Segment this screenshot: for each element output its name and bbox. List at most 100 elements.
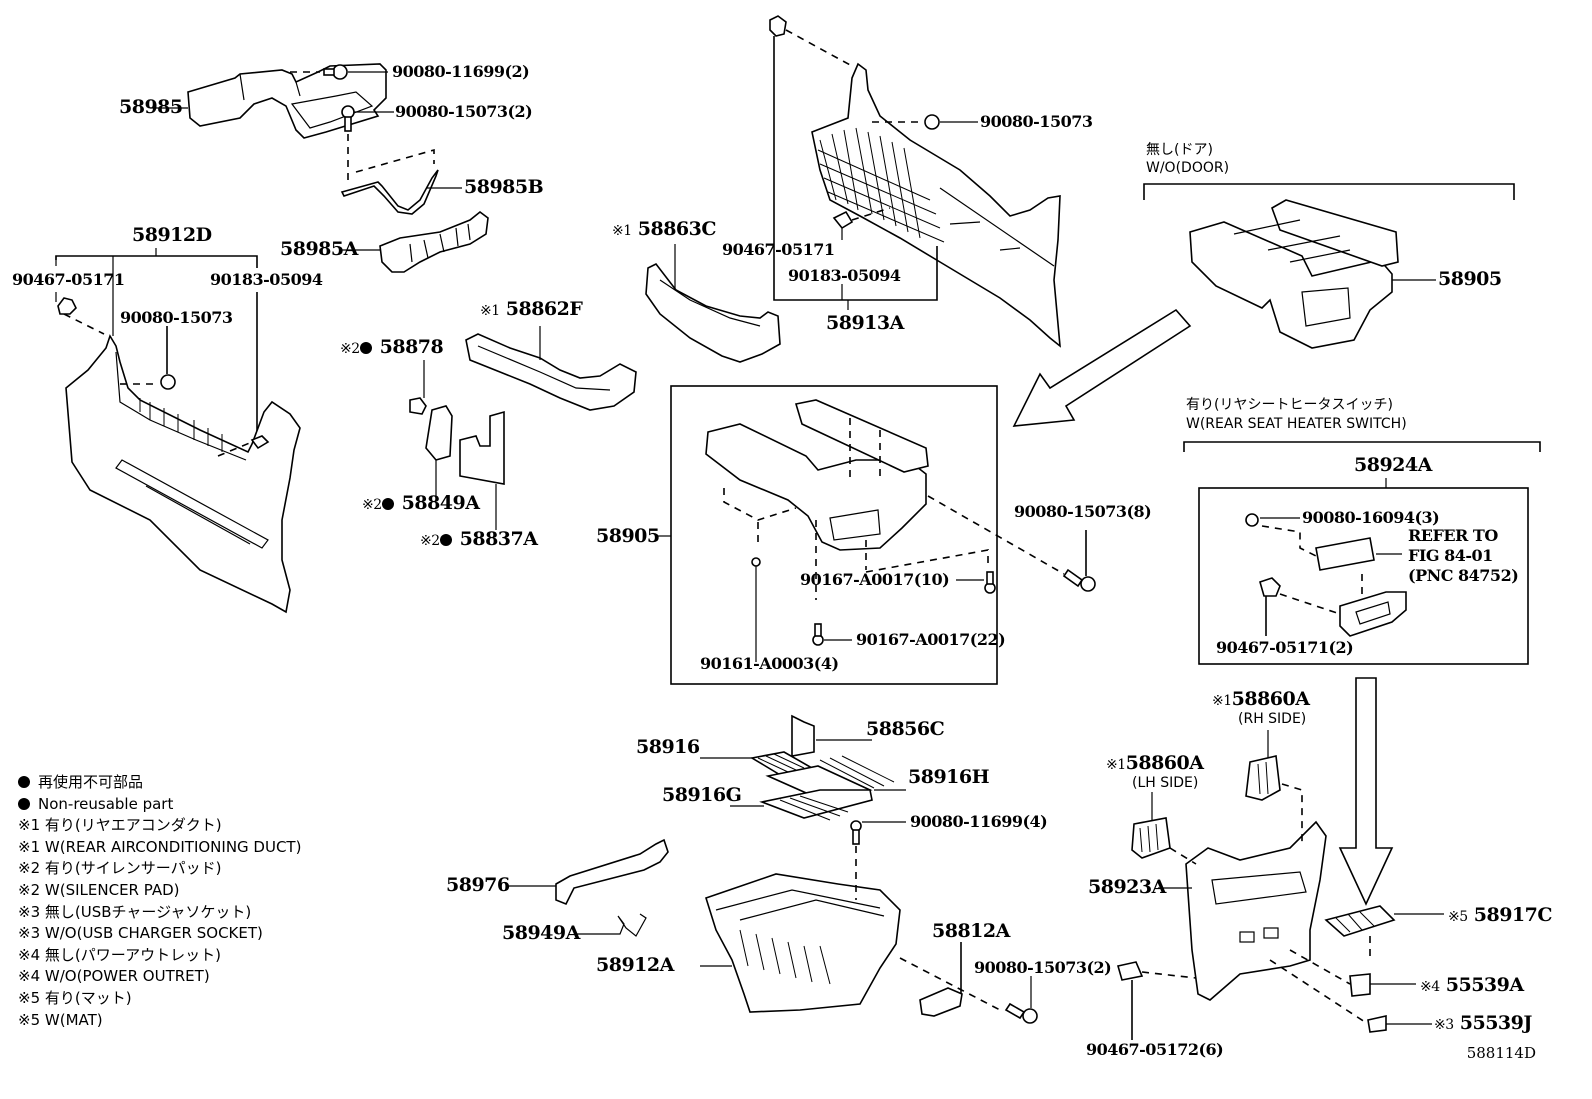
part-number: 58917C <box>1473 904 1553 926</box>
legend-row: 再使用不可部品 <box>18 772 301 794</box>
label-58917C: ※5 58917C <box>1448 904 1553 926</box>
legend-mark: ※2 <box>18 859 41 878</box>
part-number: 58863C <box>637 218 717 240</box>
note-mark-1: ※1 <box>1106 757 1126 773</box>
figure-code: 588114D <box>1466 1044 1536 1062</box>
group-bracket-wo-door <box>1143 183 1515 200</box>
part-58863C-drawing <box>645 244 781 363</box>
label-55539J: ※3 55539J <box>1434 1014 1532 1033</box>
non-reusable-dot-icon <box>18 797 30 810</box>
label-90080-15073-left: 90080-15073 <box>120 308 233 327</box>
group-wo-door-jp: 無し(ドア) <box>1146 142 1213 158</box>
note-mark-1: ※1 <box>612 223 632 239</box>
label-58949A: 58949A <box>502 922 580 944</box>
refer-line-3: (PNC 84752) <box>1408 566 1519 585</box>
label-90467-05171-left: 90467-05171 <box>12 270 125 289</box>
legend-row: ※5 有り(マット) <box>18 988 301 1010</box>
note-mark-1: ※1 <box>480 303 500 319</box>
label-58912A: 58912A <box>596 954 674 976</box>
legend-mark: ※5 <box>18 988 41 1007</box>
label-58985A: 58985A <box>280 238 358 260</box>
label-58905-box: 58905 <box>596 525 660 547</box>
legend-mark: ※4 <box>18 967 41 986</box>
legend-mark: ※5 <box>18 1010 41 1029</box>
label-90080-16094-3: 90080-16094(3) <box>1302 508 1440 527</box>
label-90183-05094-center: 90183-05094 <box>788 266 901 285</box>
label-90167-A0017-10: 90167-A0017(10) <box>800 570 950 589</box>
part-number: 55539J <box>1459 1012 1533 1034</box>
legend-text: 無し(USBチャージャソケット) <box>44 902 252 921</box>
legend-row: ※4 W/O(POWER OUTRET) <box>18 966 301 988</box>
group-rear-seat-heater-jp: 有り(リヤシートヒータスイッチ) <box>1186 397 1393 413</box>
label-58856C: 58856C <box>866 718 945 740</box>
label-58860A-lh: ※158860A <box>1106 754 1204 773</box>
part-58923A-drawing <box>1116 730 1444 1040</box>
legend-mark: ※1 <box>18 816 41 835</box>
part-58913A-drawing <box>769 15 1061 348</box>
group-bracket-rear-seat-heater <box>1183 441 1541 665</box>
label-58916: 58916 <box>636 736 700 758</box>
non-reusable-dot-icon <box>359 342 372 354</box>
note-mark-3: ※3 <box>1434 1017 1454 1033</box>
screw-90080-11699-top <box>323 64 388 80</box>
refer-line-1: REFER TO <box>1408 526 1498 545</box>
legend-text: W(MAT) <box>44 1010 103 1029</box>
group-wo-door-en: W/O(DOOR) <box>1146 160 1230 176</box>
note-mark-5: ※5 <box>1448 909 1468 925</box>
part-58985-drawing <box>150 63 387 139</box>
label-58863C: ※1 58863C <box>612 218 717 240</box>
legend-row: ※2 有り(サイレンサーパッド) <box>18 858 301 880</box>
mats-58916-drawing <box>700 714 906 821</box>
part-number: 58862F <box>505 298 583 320</box>
legend-row: Non-reusable part <box>18 794 301 816</box>
label-90467-05172-6: 90467-05172(6) <box>1086 1040 1224 1059</box>
refer-line-2: FIG 84-01 <box>1408 546 1493 565</box>
label-90080-15073-2-top: 90080-15073(2) <box>395 102 533 121</box>
legend-text: 有り(リヤエアコンダクト) <box>44 816 222 835</box>
legend-mark: ※1 <box>18 837 41 856</box>
legend-mark: ※3 <box>18 902 41 921</box>
label-58878: ※2 58878 <box>340 336 444 358</box>
callout-58912D <box>55 248 258 440</box>
legend-mark: ※2 <box>18 880 41 899</box>
part-58912A-drawing <box>700 820 1001 1013</box>
legend-text: 有り(マット) <box>44 988 132 1007</box>
part-58912D-drawing <box>57 297 301 614</box>
parts-58976-58949A-drawing <box>506 838 669 937</box>
legend-row: ※2 W(SILENCER PAD) <box>18 880 301 902</box>
label-55539A: ※4 55539A <box>1420 976 1524 995</box>
legend-text: W/O(POWER OUTRET) <box>44 967 210 986</box>
label-58985B: 58985B <box>464 176 544 198</box>
label-90167-A0017-22: 90167-A0017(22) <box>856 630 1006 649</box>
legend-row: ※1 W(REAR AIRCONDITIONING DUCT) <box>18 837 301 859</box>
legend-text: 有り(サイレンサーパッド) <box>44 859 222 878</box>
label-58812A: 58812A <box>932 920 1010 942</box>
label-58916G: 58916G <box>662 784 742 806</box>
part-number: 58878 <box>379 336 444 358</box>
label-90161-A0003-4: 90161-A0003(4) <box>700 654 839 673</box>
silencer-pads-drawing <box>409 360 505 530</box>
label-90467-05171-center: 90467-05171 <box>722 240 835 259</box>
label-58860A-rh: ※158860A <box>1212 690 1310 709</box>
label-58923A: 58923A <box>1088 876 1166 898</box>
non-reusable-dot-icon <box>439 534 452 546</box>
part-number: 58849A <box>401 492 480 514</box>
legend-text: Non-reusable part <box>38 794 174 813</box>
legend-mark: ※3 <box>18 924 41 943</box>
non-reusable-dot-icon <box>381 498 394 510</box>
label-58912D: 58912D <box>132 224 212 246</box>
legend-text: W(SILENCER PAD) <box>44 880 180 899</box>
note-mark-2: ※2 <box>340 341 360 357</box>
label-90080-15073-right: 90080-15073 <box>980 112 1093 131</box>
arrow-diagonal <box>1012 308 1192 427</box>
label-rh-side: (RH SIDE) <box>1238 711 1307 727</box>
label-lh-side: (LH SIDE) <box>1132 775 1199 791</box>
legend-text: 無し(パワーアウトレット) <box>44 945 222 964</box>
part-58812A-drawing <box>919 942 1038 1024</box>
part-58862F-drawing <box>465 326 637 411</box>
label-58985: 58985 <box>119 96 183 118</box>
label-58924A: 58924A <box>1354 454 1432 476</box>
